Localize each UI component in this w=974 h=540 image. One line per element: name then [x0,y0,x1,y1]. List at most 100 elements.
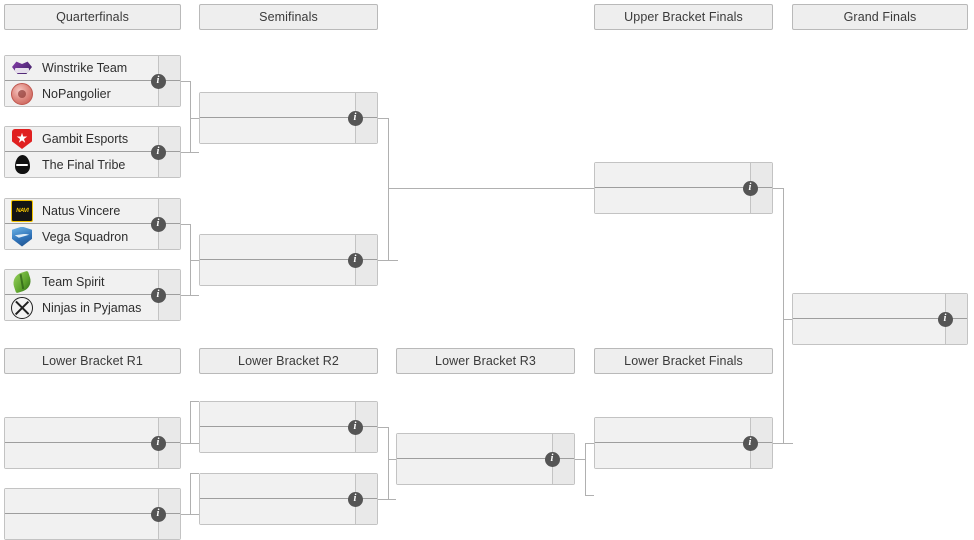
match-opponent-row[interactable] [595,443,772,468]
team-score [355,402,377,426]
bracket-connector [181,81,190,82]
match-lbr2-1[interactable] [199,401,378,453]
match-opponent-row[interactable] [5,418,180,443]
match-ubf[interactable] [594,162,773,214]
match-info-icon[interactable]: i [150,144,166,160]
match-opponent-row[interactable] [595,163,772,188]
match-opponent-row[interactable] [200,235,377,260]
match-info-icon[interactable]: i [150,287,166,303]
match-opponent-row[interactable] [397,459,574,484]
bracket-connector [388,188,389,260]
team-score [750,188,772,213]
team-logo-placeholder [599,443,625,468]
match-opponent-row[interactable]: Team Spirit [5,270,180,295]
match-info-icon[interactable]: i [150,216,166,232]
round-header-lower-bracket-r2[interactable]: Lower Bracket R2 [199,348,378,374]
bracket-connector [783,319,784,443]
team-name: Gambit Esports [42,132,129,146]
match-info-icon[interactable]: i [742,435,758,451]
bracket-connector [181,443,199,444]
spirit-logo [10,270,34,294]
bracket-connector [190,473,199,474]
match-opponent-row[interactable] [5,489,180,514]
team-score [355,427,377,452]
match-info-icon[interactable]: i [742,180,758,196]
round-header-upper-bracket-finals[interactable]: Upper Bracket Finals [594,4,773,30]
match-opponent-row[interactable] [397,434,574,459]
team-score [945,319,967,344]
bracket-connector [190,401,191,443]
match-opponent-row[interactable] [5,443,180,468]
match-info-icon[interactable]: i [347,110,363,126]
bracket-connector [181,514,199,515]
bracket-connector [190,152,199,153]
bracket-connector [773,443,783,444]
match-opponent-row[interactable] [200,427,377,452]
team-logo-placeholder [204,499,230,524]
team-name: Natus Vincere [42,204,121,218]
bracket-connector [585,459,586,495]
match-lbr2-2[interactable] [199,473,378,525]
match-opponent-row[interactable] [200,93,377,118]
team-name: NoPangolier [42,86,111,101]
nopangolier-logo [9,81,35,106]
bracket-connector [783,319,792,320]
bracket-connector [190,224,191,260]
match-opponent-row[interactable]: Winstrike Team [5,56,180,81]
match-info-icon[interactable]: i [347,252,363,268]
match-info-icon[interactable]: i [347,491,363,507]
match-opponent-row[interactable]: Gambit Esports [5,127,180,152]
team-logo-placeholder [599,163,625,187]
match-info-icon[interactable]: i [544,451,560,467]
match-opponent-row[interactable]: Vega Squadron [5,224,180,249]
team-logo-placeholder [9,489,35,513]
team-score [552,459,574,484]
bracket-connector [388,188,594,189]
match-info-icon[interactable]: i [347,419,363,435]
team-score [158,295,180,320]
round-header-label: Quarterfinals [56,10,129,24]
round-header-label: Grand Finals [843,10,917,24]
match-opponent-row[interactable] [595,188,772,213]
team-logo-placeholder [401,459,427,484]
round-header-lower-bracket-finals[interactable]: Lower Bracket Finals [594,348,773,374]
match-opponent-row[interactable] [200,260,377,285]
round-header-semifinals[interactable]: Semifinals [199,4,378,30]
bracket-connector [388,459,396,460]
bracket-connector [190,401,199,402]
match-opponent-row[interactable] [5,514,180,539]
match-info-icon[interactable]: i [937,311,953,327]
finaltribe-logo [14,155,30,174]
match-opponent-row[interactable]: The Final Tribe [5,152,180,177]
match-sf1[interactable] [199,92,378,144]
bracket-connector [585,443,594,444]
team-logo-placeholder [599,188,625,213]
bracket-connector [378,260,388,261]
match-opponent-row[interactable] [200,118,377,143]
team-score [158,489,180,513]
match-info-icon[interactable]: i [150,506,166,522]
round-header-grand-finals[interactable]: Grand Finals [792,4,968,30]
team-logo-placeholder [204,260,230,285]
match-opponent-row[interactable]: Natus Vincere [5,199,180,224]
match-opponent-row[interactable] [200,402,377,427]
match-lbr1-2[interactable] [4,488,181,540]
match-opponent-row[interactable]: Ninjas in Pyjamas [5,295,180,320]
round-header-lower-bracket-r3[interactable]: Lower Bracket R3 [396,348,575,374]
team-score [355,235,377,259]
match-info-icon[interactable]: i [150,435,166,451]
match-opponent-row[interactable]: NoPangolier [5,81,180,106]
match-info-icon[interactable]: i [150,73,166,89]
round-header-quarterfinals[interactable]: Quarterfinals [4,4,181,30]
bracket-connector [388,427,389,459]
match-opponent-row[interactable] [595,418,772,443]
team-logo-placeholder [204,474,230,498]
nip-logo [9,295,35,320]
round-header-lower-bracket-r1[interactable]: Lower Bracket R1 [4,348,181,374]
team-score [158,81,180,106]
match-sf2[interactable] [199,234,378,286]
match-opponent-row[interactable] [200,499,377,524]
match-opponent-row[interactable] [200,474,377,499]
